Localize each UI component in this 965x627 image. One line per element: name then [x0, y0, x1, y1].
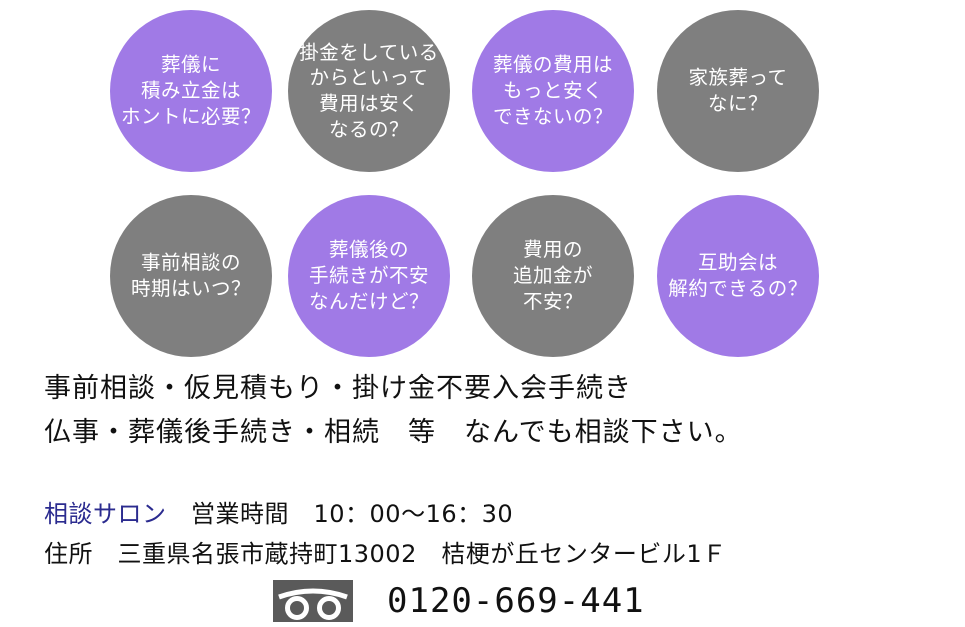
- bubble-text: 葬儀に: [160, 53, 221, 77]
- bubble-7: 費用の 追加金が 不安？: [472, 195, 634, 357]
- bubble-text: できないの？: [492, 104, 613, 128]
- bubble-1: 葬儀に 積み立金は ホントに必要？: [110, 10, 272, 172]
- bubble-text: 費用の: [522, 238, 583, 262]
- bubble-text: なに？: [707, 92, 768, 115]
- bubble-text: 葬儀後の: [328, 238, 409, 262]
- bubble-text: もっと安く: [502, 79, 603, 103]
- bubble-text: 互助会は: [697, 251, 778, 275]
- bubble-text: なるの？: [328, 117, 409, 141]
- bubble-text: 費用は安く: [318, 92, 419, 115]
- bubble-text: 積み立金は: [140, 79, 241, 103]
- bubble-text: からといって: [309, 66, 429, 90]
- bubble-text: 事前相談の: [140, 251, 241, 275]
- services-line-1: 事前相談・仮見積もり・掛け金不要入会手続き: [44, 373, 632, 404]
- bubble-text: 追加金が: [512, 264, 593, 288]
- bubble-text: 解約できるの？: [668, 277, 808, 300]
- address-line: 住所 三重県名張市蔵持町13002 桔梗が丘センタービル1Ｆ: [44, 540, 727, 568]
- bubble-6: 葬儀後の 手続きが不安 なんだけど？: [288, 195, 450, 357]
- hours-line: 相談サロン 営業時間 10：00～16：30: [44, 494, 513, 529]
- freedial-icon: [273, 580, 353, 622]
- bubble-text: 時期はいつ？: [130, 277, 251, 300]
- salon-name: 相談サロン: [44, 500, 167, 528]
- business-hours: 営業時間 10：00～16：30: [166, 500, 514, 528]
- bubble-4: 家族葬って なに？: [657, 10, 819, 172]
- bubble-text: 葬儀の費用は: [492, 53, 613, 77]
- bubble-text: 手続きが不安: [308, 264, 429, 288]
- bubble-8: 互助会は 解約できるの？: [657, 195, 819, 357]
- bubble-text: 家族葬って: [688, 66, 788, 90]
- bubble-text: 不安？: [522, 289, 583, 313]
- bubble-2: 掛金をしている からといって 費用は安く なるの？: [288, 10, 450, 172]
- services-line-2: 仏事・葬儀後手続き・相続 等 なんでも相談下さい。: [44, 417, 743, 448]
- bubble-text: 掛金をしている: [299, 40, 439, 64]
- bubble-3: 葬儀の費用は もっと安く できないの？: [472, 10, 634, 172]
- phone-number[interactable]: 0120-669-441: [387, 581, 645, 621]
- bubble-text: なんだけど？: [308, 289, 429, 313]
- bubble-5: 事前相談の 時期はいつ？: [110, 195, 272, 357]
- phone-row: 0120-669-441: [273, 580, 645, 622]
- bubble-text: ホントに必要？: [120, 104, 261, 128]
